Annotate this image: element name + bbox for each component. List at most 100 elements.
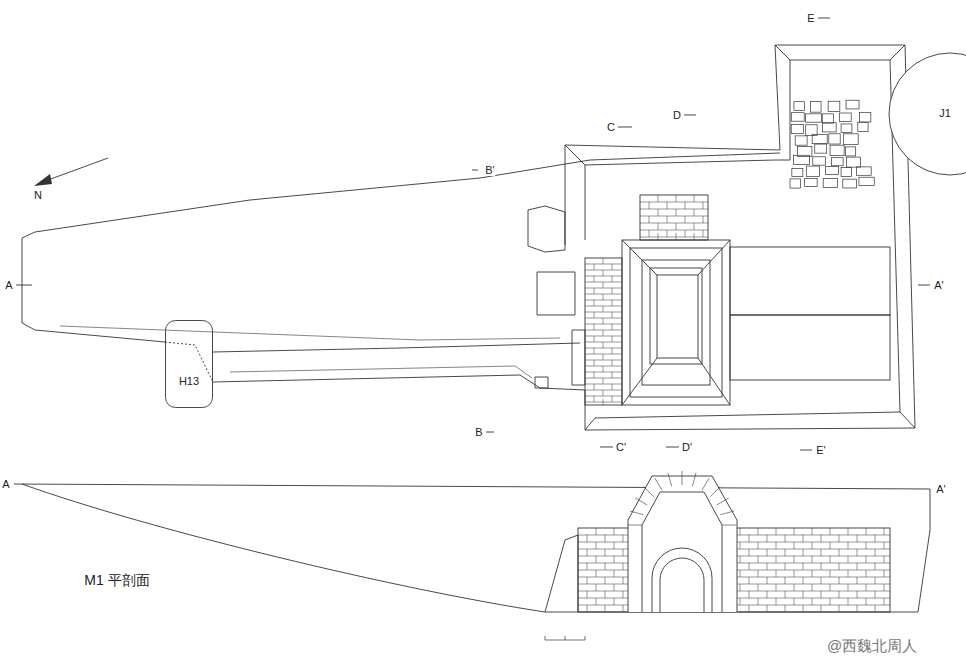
- section-view: [14, 471, 930, 640]
- ash-pit: H13: [165, 320, 213, 408]
- brick-joint: [587, 605, 588, 612]
- brick-joint: [605, 591, 606, 598]
- brick-joint: [740, 598, 741, 605]
- brick-joint: [603, 366, 604, 372]
- rubble-brick: [846, 147, 856, 156]
- brick-joint: [614, 542, 615, 549]
- brick-joint: [594, 312, 595, 318]
- voussoir-joint: [682, 471, 683, 485]
- scale-bar: [545, 636, 585, 640]
- brick-joint: [685, 202, 686, 209]
- stair-block: [528, 206, 565, 252]
- rubble-brick: [794, 102, 805, 111]
- brick-joint: [785, 563, 786, 570]
- passage-edge: [35, 153, 780, 232]
- brick-chamber: [642, 260, 710, 385]
- brick-course: [585, 348, 622, 349]
- brick-joint: [767, 591, 768, 598]
- brick-joint: [594, 264, 595, 270]
- brick-joint: [767, 549, 768, 556]
- brick-joint: [767, 577, 768, 584]
- brick-joint: [587, 535, 588, 542]
- rubble-brick: [859, 177, 874, 185]
- brick-course: [640, 237, 708, 238]
- brick-joint: [658, 195, 659, 202]
- brick-joint: [694, 209, 695, 216]
- brick-joint: [794, 598, 795, 605]
- brick-joint: [603, 342, 604, 348]
- brick-course: [640, 202, 708, 203]
- rubble-brick: [812, 134, 827, 143]
- brick-joint: [776, 542, 777, 549]
- brick-joint: [839, 577, 840, 584]
- brick-joint: [875, 549, 876, 556]
- rubble-brick: [841, 167, 851, 176]
- rubble-brick: [791, 113, 804, 122]
- brick-joint: [603, 306, 604, 312]
- brick-joint: [785, 535, 786, 542]
- brick-course: [585, 324, 622, 325]
- brick-joint: [694, 223, 695, 230]
- brick-chamber: [630, 248, 722, 397]
- brick-course: [585, 342, 622, 343]
- section-letter: E': [815, 444, 826, 456]
- brick-joint: [587, 563, 588, 570]
- brick-joint: [848, 598, 849, 605]
- doorway-inner: [660, 558, 704, 612]
- brick-joint: [884, 570, 885, 577]
- section-marker: [16, 18, 930, 450]
- brick-joint: [612, 276, 613, 282]
- brick-joint: [776, 584, 777, 591]
- brick-joint: [594, 276, 595, 282]
- rubble-brick: [805, 178, 817, 186]
- pit-inner-wall: [585, 60, 900, 418]
- pit-outline: [166, 321, 213, 408]
- rubble-brick: [844, 134, 859, 145]
- brick-joint: [749, 577, 750, 584]
- brick-joint: [623, 605, 624, 612]
- brick-joint: [594, 396, 595, 402]
- brick-joint: [866, 584, 867, 591]
- brick-joint: [594, 360, 595, 366]
- rubble-brick: [840, 113, 852, 122]
- coffin-platform: [730, 315, 890, 380]
- brick-joint: [857, 549, 858, 556]
- brick-joint: [605, 549, 606, 556]
- voussoir-joint: [655, 478, 662, 490]
- brick-joint: [594, 384, 595, 390]
- brick-joint: [884, 528, 885, 535]
- section-letter: B: [474, 426, 483, 438]
- rubble-brick: [806, 114, 822, 122]
- brick-course: [585, 270, 622, 271]
- brick-joint: [776, 556, 777, 563]
- brick-joint: [603, 330, 604, 336]
- north-arrowhead: [34, 174, 52, 186]
- brick-joint: [866, 556, 867, 563]
- brick-joint: [749, 549, 750, 556]
- brick-joint: [857, 577, 858, 584]
- brick-joint: [596, 542, 597, 549]
- brick-joint: [803, 605, 804, 612]
- passage-edge: [35, 330, 165, 342]
- brick-course: [585, 300, 622, 301]
- brick-course: [585, 402, 622, 403]
- section-letter: C': [615, 441, 627, 453]
- brick-joint: [758, 542, 759, 549]
- brick-joint: [703, 202, 704, 209]
- rubble-brick: [795, 136, 807, 145]
- brick-joint: [623, 549, 624, 556]
- brick-joint: [830, 556, 831, 563]
- rubble-brick: [859, 112, 870, 122]
- section-letter: D: [672, 109, 682, 121]
- brick-joint: [749, 605, 750, 612]
- brick-joint: [612, 372, 613, 378]
- stair-block: [535, 377, 548, 388]
- brick-joint: [605, 577, 606, 584]
- voussoir: [628, 471, 736, 525]
- brick-joint: [794, 528, 795, 535]
- node-label: J1: [938, 107, 952, 119]
- brick-joint: [612, 348, 613, 354]
- brick-course: [640, 223, 708, 224]
- brick-joint: [812, 556, 813, 563]
- brick-joint: [875, 577, 876, 584]
